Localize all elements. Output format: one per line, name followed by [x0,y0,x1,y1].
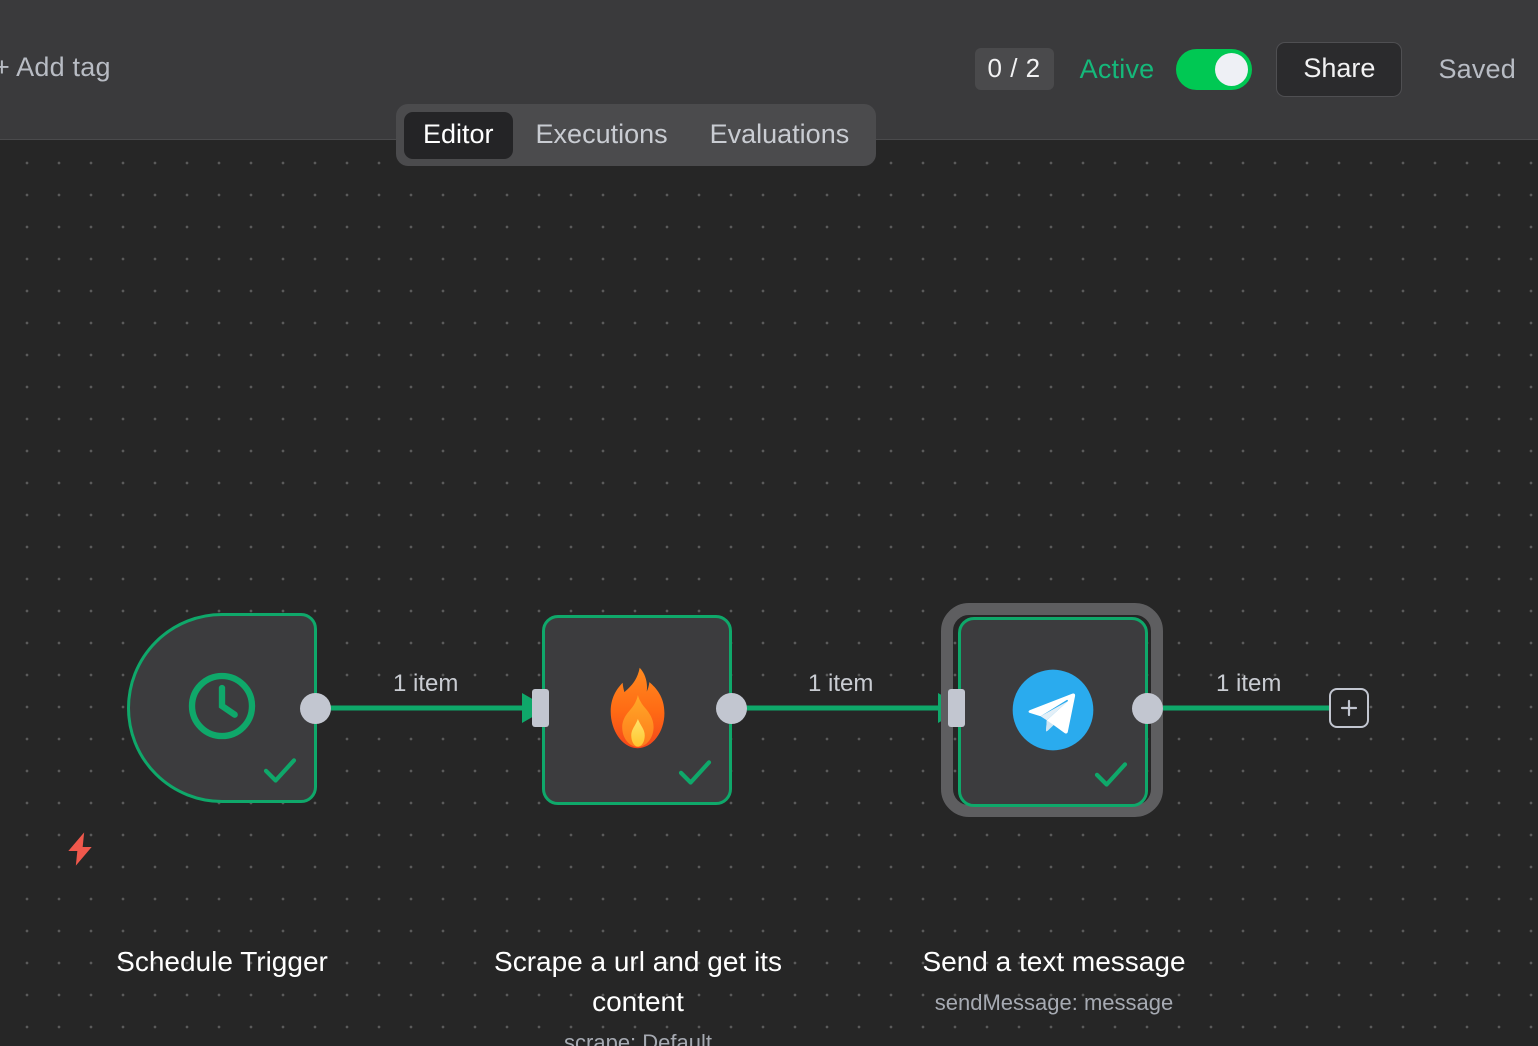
clock-icon [182,666,262,751]
workflow-tabbar: Editor Executions Evaluations [396,104,877,166]
saved-status-label: Saved [1438,53,1516,84]
connection-label-3: 1 item [1216,670,1282,697]
add-tag-button[interactable]: + Add tag [0,52,111,82]
add-node-button[interactable] [1329,688,1369,728]
node-icon-container [545,618,729,802]
node-schedule-trigger[interactable] [127,613,317,803]
node-success-check-icon [263,758,297,783]
tab-executions[interactable]: Executions [535,118,668,149]
tab-evaluations[interactable]: Evaluations [709,118,850,149]
header-actions: 0 / 2 Active Share Saved [974,40,1516,98]
node-icon-container [130,616,314,800]
connection-label-2: 1 item [808,670,874,697]
node-send-text-message[interactable] [958,617,1148,807]
node-subtitle-send-text-message: sendMessage: message [934,990,1174,1015]
tab-editor[interactable]: Editor [404,111,513,159]
connection-wires [316,693,1330,723]
active-toggle[interactable] [1176,48,1253,90]
node-title-schedule-trigger: Schedule Trigger [116,946,328,977]
input-port-scrape-url[interactable] [532,689,549,727]
node-scrape-url[interactable] [542,615,732,805]
connection-label-1: 1 item [393,670,459,697]
node-success-check-icon [678,760,712,785]
output-port-scrape-url[interactable] [716,693,747,724]
execution-count-badge: 0 / 2 [974,48,1054,90]
share-button[interactable]: Share [1276,41,1403,97]
trigger-bolt-icon [60,827,100,876]
active-status-label: Active [1079,53,1155,84]
telegram-icon [1009,666,1097,759]
workflow-canvas[interactable]: 1 item 1 item 1 item Sche [0,141,1538,1046]
input-port-send-text-message[interactable] [948,689,965,727]
node-title-send-text-message: Send a text message [922,946,1186,977]
toggle-knob [1215,52,1249,86]
plus-icon [1340,699,1358,717]
node-success-check-icon [1094,762,1128,787]
node-subtitle-scrape-url: scrape: Default [564,1030,712,1046]
node-title-scrape-url: Scrape a url and get its content [494,946,782,1017]
node-icon-container [961,620,1145,804]
flame-icon [599,666,675,755]
output-port-schedule-trigger[interactable] [300,693,331,724]
output-port-send-text-message[interactable] [1132,693,1163,724]
